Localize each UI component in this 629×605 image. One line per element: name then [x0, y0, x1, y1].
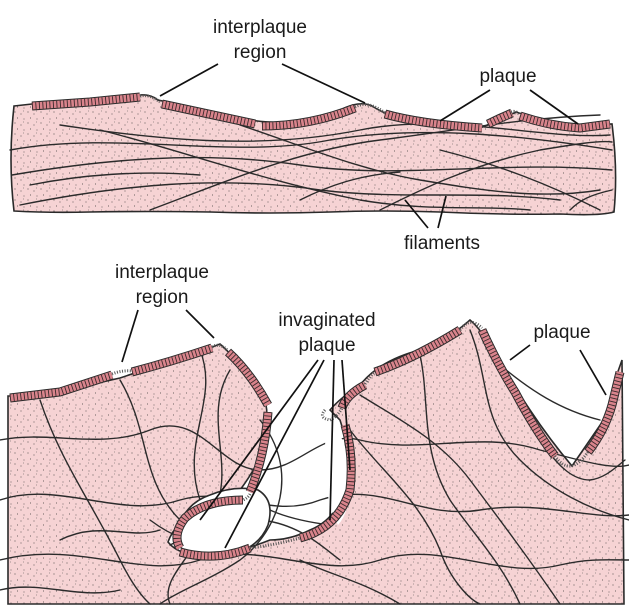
bottom-interplaque-label-line1: interplaque — [115, 262, 209, 283]
top-plaque-label: plaque — [479, 66, 536, 87]
top-interplaque-label-line1: interplaque — [213, 17, 307, 38]
bottom-plaque-label: plaque — [533, 322, 590, 343]
invaginated-plaque-label-line2: plaque — [298, 335, 355, 356]
bottom-interplaque-label-line2: region — [136, 287, 189, 308]
top-panel: interplaque region plaque filaments — [10, 17, 616, 254]
bottom-panel: interplaque region invaginated plaque pl… — [0, 262, 629, 604]
top-interplaque-label-line2: region — [234, 42, 287, 63]
top-filaments-label: filaments — [404, 233, 480, 254]
invaginated-plaque-label-line1: invaginated — [278, 310, 375, 331]
